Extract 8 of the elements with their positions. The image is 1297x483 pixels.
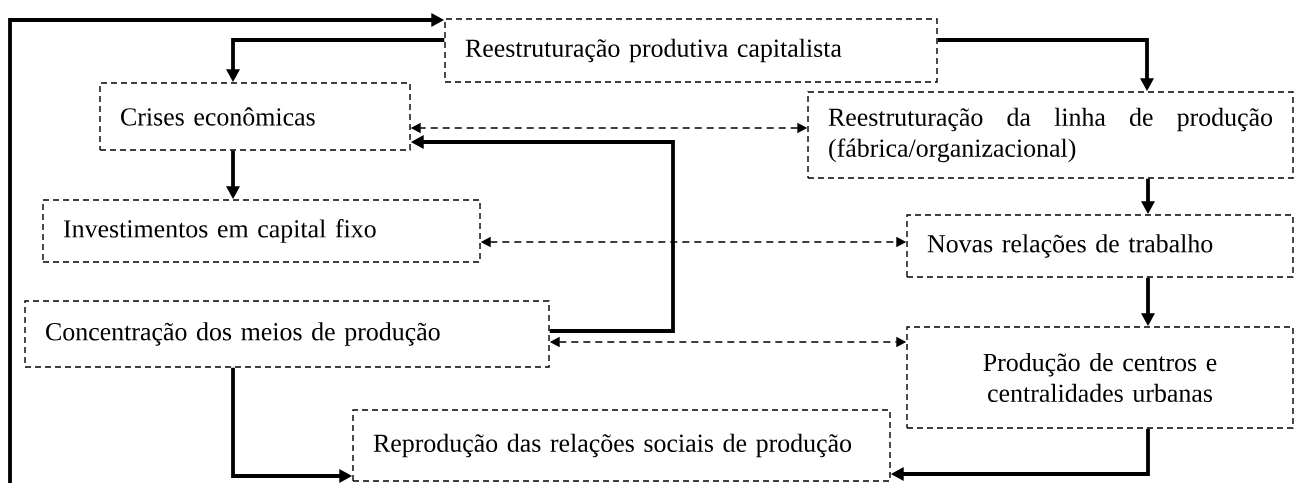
process-box: Crises econômicas <box>99 82 411 151</box>
process-box: Reestruturação da linha de produção (fábrica/organizacional) <box>807 91 1294 179</box>
process-box: Investimentos em capital fixo <box>42 199 481 263</box>
process-box: Produção de centros e centralidades urbanas <box>906 326 1294 429</box>
process-box: Reprodução das relações sociais de produção <box>352 409 891 482</box>
process-box: Reestruturação produtiva capitalista <box>444 18 938 83</box>
process-box: Concentração dos meios de produção <box>24 300 550 368</box>
process-box: Novas relações de trabalho <box>906 214 1294 278</box>
